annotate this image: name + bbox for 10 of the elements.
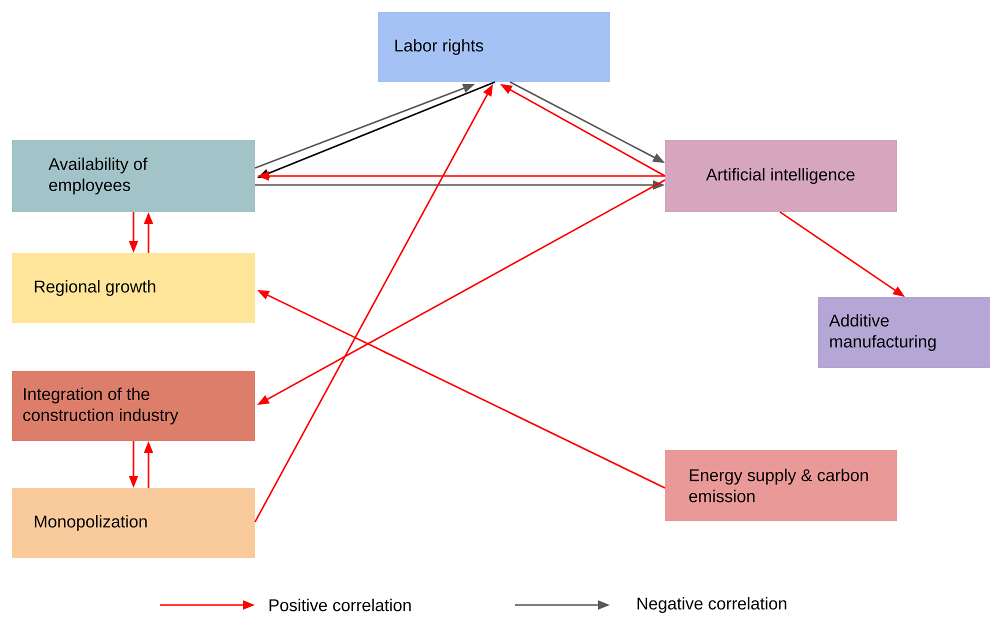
factor-box: Artificial intelligence <box>665 140 897 212</box>
legend-text: Positive correlation <box>270 598 411 612</box>
factor-box: Labor rights <box>378 12 610 82</box>
factor-box: Availability of employees <box>12 140 255 212</box>
factor-box: Monopolization <box>12 488 255 558</box>
factor-box: Regional growth <box>12 253 255 323</box>
factor-box: Additive manufacturing <box>818 297 990 368</box>
legend-text: Negative correlation <box>638 597 786 613</box>
factor-box: Integration of the construction industry <box>12 371 255 441</box>
factor-box: Energy supply & carbon emission <box>665 450 897 521</box>
